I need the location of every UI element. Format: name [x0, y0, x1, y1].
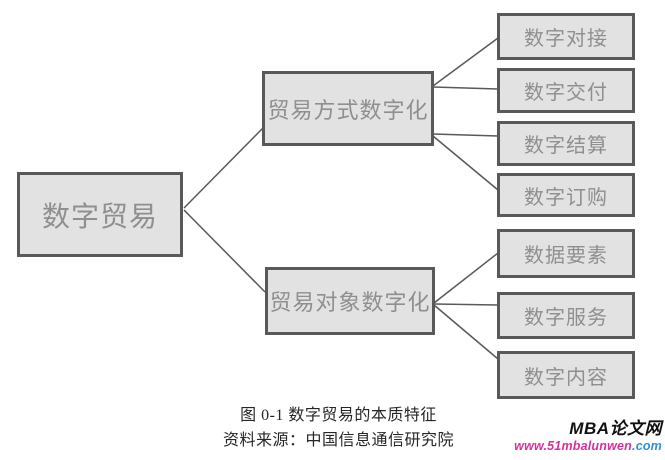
- watermark: MBA论文网 www.51mbalunwen.com: [514, 420, 662, 453]
- watermark-site-url: www.51mbalunwen.com: [514, 440, 662, 453]
- connector-method-to-docking: [432, 37, 499, 87]
- leaf-data-elements: 数据要素: [497, 229, 635, 278]
- node-trade-method-digitalization: 贸易方式数字化: [262, 71, 434, 146]
- connector-root-to-trade-method: [183, 127, 264, 209]
- watermark-url-tld: .com: [632, 439, 662, 453]
- leaf-digital-delivery: 数字交付: [497, 68, 635, 113]
- node-digital-trade: 数字贸易: [17, 172, 183, 257]
- figure-caption-title: 图 0-1 数字贸易的本质特征: [240, 407, 437, 424]
- leaf-digital-ordering: 数字订购: [497, 173, 635, 217]
- watermark-url-main: www.51mbalunwen: [514, 439, 633, 453]
- connector-method-to-settlement: [432, 133, 499, 137]
- leaf-digital-settlement: 数字结算: [497, 121, 635, 166]
- node-trade-object-digitalization: 贸易对象数字化: [265, 267, 435, 335]
- connector-method-to-delivery: [432, 86, 499, 90]
- connector-root-to-trade-object: [183, 209, 266, 293]
- leaf-digital-docking: 数字对接: [497, 13, 635, 60]
- leaf-digital-services: 数字服务: [497, 292, 635, 339]
- leaf-digital-content: 数字内容: [497, 351, 635, 399]
- figure-caption: 图 0-1 数字贸易的本质特征 资料来源：中国信息通信研究院: [6, 403, 665, 453]
- connector-object-to-digital-services: [433, 303, 499, 306]
- connector-object-to-data-elements: [433, 252, 499, 304]
- figure-caption-source: 资料来源：中国信息通信研究院: [222, 432, 454, 449]
- watermark-site-name: MBA论文网: [569, 419, 662, 438]
- connector-object-to-digital-content: [433, 304, 499, 360]
- connector-method-to-ordering: [432, 135, 499, 191]
